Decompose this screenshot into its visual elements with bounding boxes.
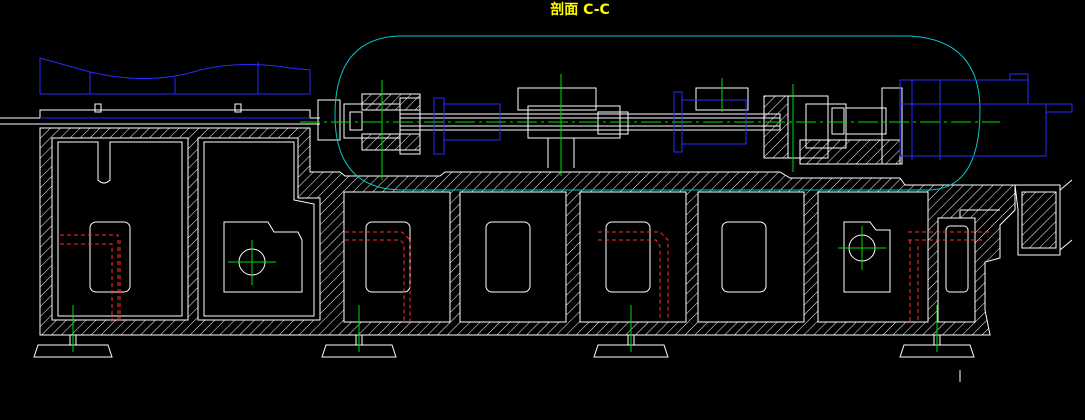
spindle-assembly <box>343 87 903 168</box>
hidden-lines <box>60 231 990 322</box>
section-title: 剖面 C-C <box>550 1 610 18</box>
machine-bed <box>39 127 1016 336</box>
core-window-8 <box>945 225 969 293</box>
left-guard <box>39 57 311 119</box>
center-lines <box>72 74 1000 352</box>
spindle-guards <box>433 73 1073 160</box>
core-outline-1 <box>57 141 183 317</box>
core-outline-2 <box>203 141 315 317</box>
right-end-bracket <box>959 179 1073 256</box>
core-window-1 <box>89 221 131 293</box>
center-bearing-block <box>517 87 597 111</box>
core-window-5 <box>605 221 651 293</box>
core-window-2 <box>223 221 303 293</box>
core-window-6 <box>721 221 767 293</box>
core-window-4 <box>485 221 531 293</box>
spindle-cover <box>334 35 981 191</box>
core-window-7 <box>843 221 891 293</box>
bed-casting-section <box>39 127 1016 336</box>
